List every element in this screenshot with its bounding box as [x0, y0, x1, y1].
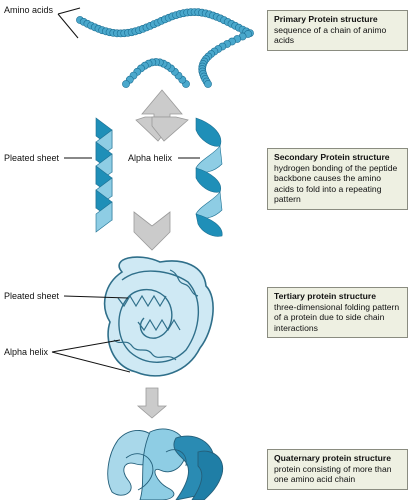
pleated-sheet-shape: [95, 117, 113, 233]
secondary-structure-title: Secondary Protein structure: [274, 152, 390, 162]
arrow-secondary-to-tertiary: [133, 211, 171, 251]
tertiary-structure-box: Tertiary protein structure three-dimensi…: [267, 287, 408, 339]
tertiary-alpha-helix-label: Alpha helix: [4, 347, 49, 357]
tertiary-structure-title: Tertiary protein structure: [274, 291, 377, 301]
tertiary-structure-description: three-dimensional folding pattern of a p…: [274, 301, 400, 333]
tertiary-structure-shape: [103, 256, 214, 377]
primary-structure-description: sequence of a chain of animo acids: [274, 24, 387, 46]
quaternary-structure-description: protein consisting of more than one amin…: [274, 463, 392, 485]
amino-acids-pointer-lines: [57, 7, 81, 39]
amino-acid-chain: [76, 8, 254, 88]
amino-acid-bead: [204, 80, 212, 88]
alpha-helix-shape: [195, 117, 223, 237]
alpha-helix-label: Alpha helix: [128, 153, 173, 163]
quaternary-structure-shape: [107, 428, 224, 500]
tertiary-pointer-lines: [51, 295, 131, 373]
secondary-structure-box: Secondary Protein structure hydrogen bon…: [267, 148, 408, 210]
quaternary-structure-box: Quaternary protein structure protein con…: [267, 449, 408, 490]
tertiary-pleated-sheet-label: Pleated sheet: [4, 291, 60, 301]
amino-acid-bead: [122, 80, 130, 88]
primary-structure-box: Primary Protein structure sequence of a …: [267, 10, 408, 51]
arrow-primary-to-secondary: [135, 89, 189, 142]
quaternary-structure-title: Quaternary protein structure: [274, 453, 391, 463]
pleated-sheet-label: Pleated sheet: [4, 153, 60, 163]
secondary-structure-description: hydrogen bonding of the peptide backbone…: [274, 162, 398, 205]
amino-acids-label: Amino acids: [4, 5, 54, 15]
primary-structure-title: Primary Protein structure: [274, 14, 378, 24]
arrow-tertiary-to-quaternary: [136, 387, 168, 419]
